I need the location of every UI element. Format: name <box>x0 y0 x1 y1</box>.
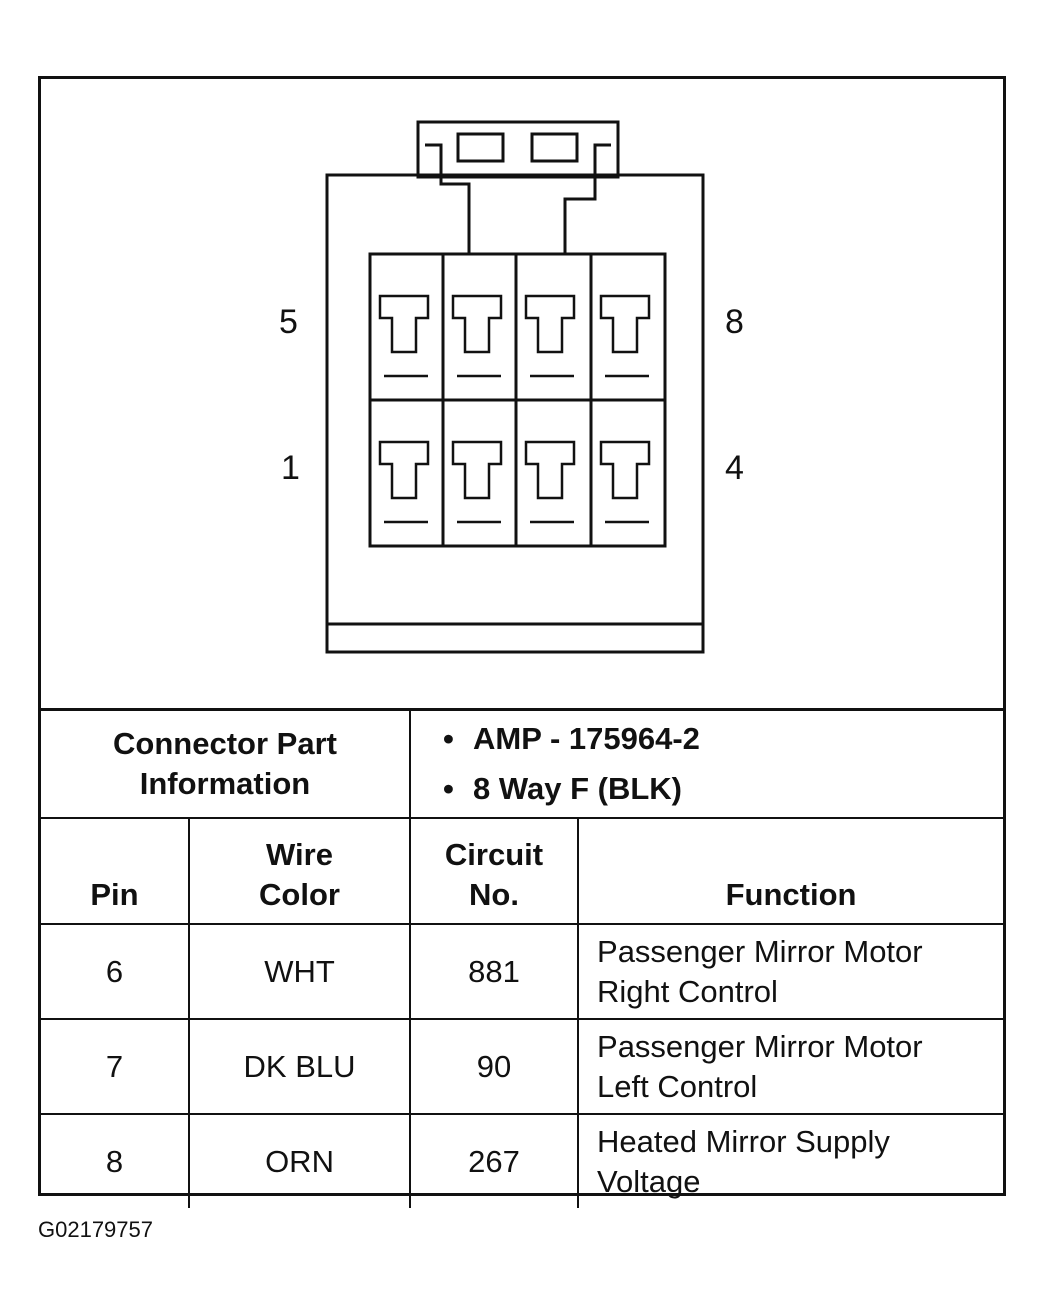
part-number: AMP - 175964-2 <box>443 714 1003 764</box>
connector-info-values: AMP - 175964-2 8 Way F (BLK) <box>409 708 1004 819</box>
connector-info-row: Connector Part Information AMP - 175964-… <box>41 708 1004 819</box>
circuit-cell: 90 <box>409 1018 580 1115</box>
pin-label-8: 8 <box>725 303 744 341</box>
latch-window-right <box>530 132 579 163</box>
circuit-cell: 881 <box>409 923 580 1020</box>
connector-latch <box>416 120 620 179</box>
connector-info-label: Connector Part Information <box>41 708 412 819</box>
pin-label-5: 5 <box>279 303 298 341</box>
pinout-table: Connector Part Information AMP - 175964-… <box>41 708 1004 1208</box>
pin-cell: 6 <box>41 923 190 1020</box>
pin-cell: 8 <box>41 1113 190 1208</box>
connector-type: 8 Way F (BLK) <box>443 764 1003 814</box>
terminal-cavity <box>599 440 651 500</box>
terminal-cavity <box>451 440 503 500</box>
header-pin: Pin <box>41 817 190 925</box>
connector-diagram <box>325 120 705 654</box>
figure-code: G02179757 <box>38 1217 153 1242</box>
latch-window-left <box>456 132 505 163</box>
terminal-cavity <box>378 294 430 354</box>
circuit-cell: 267 <box>409 1113 580 1208</box>
wire-cell: ORN <box>187 1113 412 1208</box>
wire-cell: DK BLU <box>187 1018 412 1115</box>
terminal-cavity <box>599 294 651 354</box>
terminal-cavity <box>524 440 576 500</box>
wire-cell: WHT <box>187 923 412 1020</box>
diagram-frame: 5 8 1 4 Connector Part Information AMP -… <box>38 76 1006 1208</box>
pin-label-4: 4 <box>725 449 744 487</box>
terminal-cavity <box>524 294 576 354</box>
terminal-cavity <box>451 294 503 354</box>
header-function: Function <box>577 817 1004 925</box>
terminal-cavity <box>378 440 430 500</box>
connector-body <box>325 173 705 654</box>
pin-label-1: 1 <box>281 449 300 487</box>
pin-cell: 7 <box>41 1018 190 1115</box>
